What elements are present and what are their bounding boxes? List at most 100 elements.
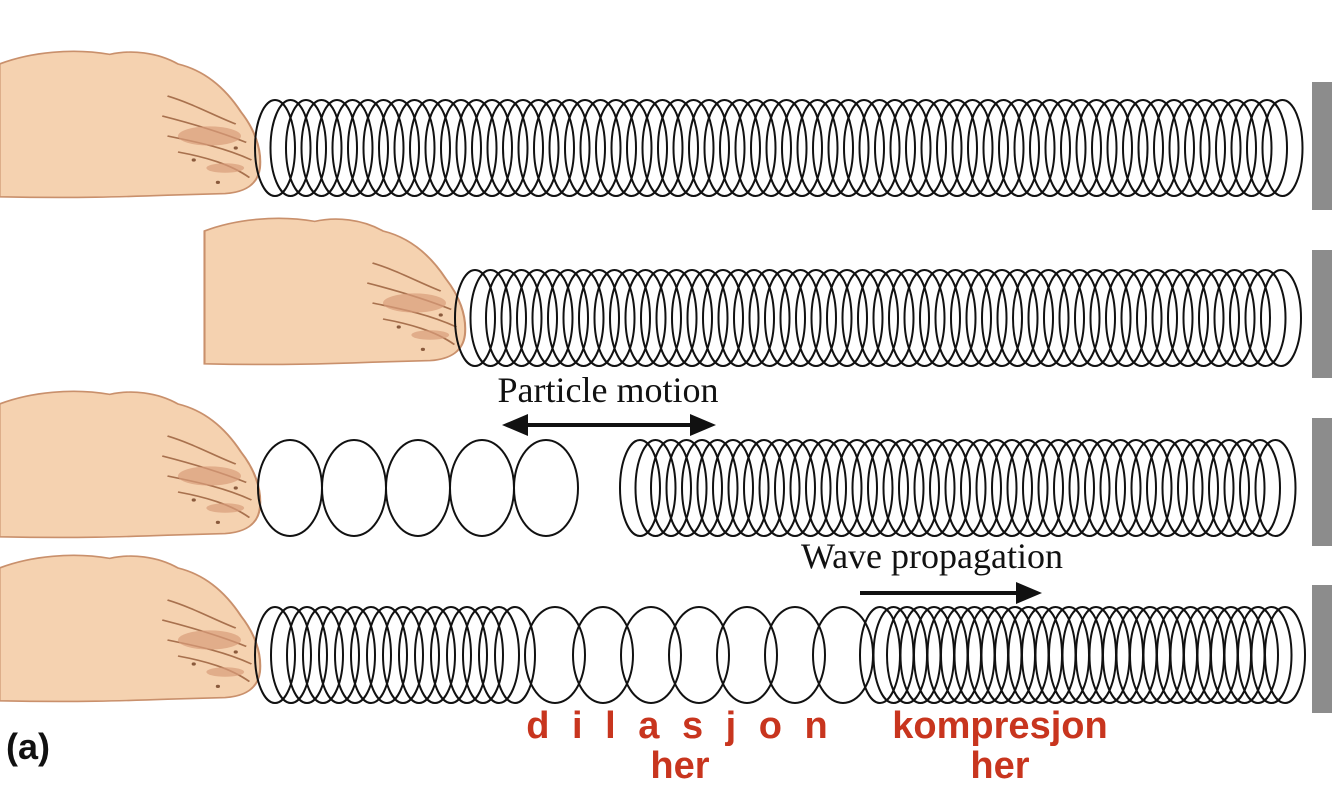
- coil-loop: [996, 269, 1039, 367]
- coil-loop: [655, 269, 698, 367]
- coil-loop: [779, 269, 822, 367]
- coil-loop: [827, 99, 870, 197]
- coil-loop: [524, 606, 586, 704]
- coil-loop: [981, 269, 1023, 367]
- coil-loop: [903, 269, 946, 367]
- coil-loop: [686, 269, 729, 367]
- coil-loop: [688, 99, 730, 197]
- coil-loop: [300, 99, 343, 197]
- coil-loop: [318, 606, 360, 704]
- coil-loop: [626, 99, 668, 197]
- coil-loop: [1006, 439, 1049, 537]
- coil-loop: [378, 99, 420, 197]
- coil-loop: [1213, 269, 1256, 367]
- coil-loop: [269, 99, 312, 197]
- right-arrow-icon: [860, 582, 1042, 604]
- coil-loop: [936, 99, 978, 197]
- coil-loop: [982, 99, 1025, 197]
- coil-loop: [641, 99, 684, 197]
- coil-loop: [578, 269, 620, 367]
- coil-loop: [727, 439, 770, 537]
- coil-loop: [758, 439, 801, 537]
- coil-loop: [1192, 439, 1235, 537]
- coil-loop: [1043, 269, 1085, 367]
- coil-loop: [469, 269, 512, 367]
- coil-loop: [398, 606, 440, 704]
- coil-loop: [1199, 99, 1242, 197]
- coil-loop: [1130, 439, 1173, 537]
- coil-loop: [764, 606, 826, 704]
- coil-loop: [548, 99, 591, 197]
- coil-loop: [1136, 269, 1178, 367]
- coil-loop: [826, 269, 868, 367]
- coil-loop: [1075, 99, 1118, 197]
- coil-loop: [513, 439, 579, 537]
- coil-loop: [1074, 269, 1116, 367]
- coil-loop: [1089, 269, 1132, 367]
- coil-loop: [734, 99, 777, 197]
- coil-loop: [562, 269, 605, 367]
- coil-loop: [920, 99, 963, 197]
- coil-loop: [960, 439, 1002, 537]
- hand-icon: [0, 50, 262, 199]
- coil-loop: [321, 439, 387, 537]
- coil-loop: [1099, 439, 1142, 537]
- coil-loop: [440, 99, 482, 197]
- coil-loop: [547, 269, 589, 367]
- coil-loop: [703, 99, 746, 197]
- coil-loop: [1230, 99, 1273, 197]
- coil-loop: [1029, 99, 1071, 197]
- coil-loop: [409, 99, 451, 197]
- coil-loop: [424, 99, 467, 197]
- coil-loop: [712, 439, 754, 537]
- coil-loop: [905, 99, 947, 197]
- spring-coil: [257, 439, 1297, 537]
- coil-loop: [858, 99, 901, 197]
- coil-loop: [843, 99, 885, 197]
- wall-block: [1312, 418, 1332, 546]
- hand-icon: [203, 217, 467, 366]
- coil-loop: [805, 439, 847, 537]
- coil-loop: [1084, 439, 1126, 537]
- coil-loop: [286, 606, 328, 704]
- coil-loop: [750, 99, 792, 197]
- hand-icon: [0, 554, 262, 703]
- coil-loop: [998, 99, 1040, 197]
- compression-word: kompresjon: [892, 705, 1108, 747]
- coil-loop: [1260, 269, 1302, 367]
- coil-loop: [350, 606, 392, 704]
- coil-loop: [454, 269, 496, 367]
- coil-loop: [471, 99, 513, 197]
- coil-loop: [572, 606, 634, 704]
- coil-loop: [270, 606, 312, 704]
- coil-loop: [1151, 269, 1194, 367]
- coil-loop: [1177, 439, 1219, 537]
- coil-loop: [950, 269, 992, 367]
- coil-loop: [385, 439, 451, 537]
- coil-loop: [334, 606, 376, 704]
- coil-loop: [254, 606, 296, 704]
- coil-loop: [1060, 99, 1102, 197]
- coil-loop: [1027, 269, 1070, 367]
- coil-loop: [619, 439, 661, 537]
- coil-loop: [257, 439, 323, 537]
- coil-loop: [1058, 269, 1101, 367]
- coil-loop: [382, 606, 424, 704]
- coil-loop: [812, 606, 874, 704]
- coil-loop: [1208, 439, 1250, 537]
- coil-loop: [1198, 269, 1240, 367]
- coil-loop: [665, 439, 708, 537]
- coil-loop: [967, 99, 1009, 197]
- coil-loop: [872, 269, 915, 367]
- coil-loop: [366, 606, 408, 704]
- coil-loop: [1215, 99, 1257, 197]
- coil-loop: [1264, 606, 1306, 704]
- coil-loop: [640, 269, 682, 367]
- coil-loop: [743, 439, 785, 537]
- coil-loop: [1122, 99, 1164, 197]
- coil-loop: [494, 606, 536, 704]
- wall-block: [1312, 250, 1332, 378]
- coil-loop: [1161, 439, 1204, 537]
- coil-loop: [1246, 99, 1288, 197]
